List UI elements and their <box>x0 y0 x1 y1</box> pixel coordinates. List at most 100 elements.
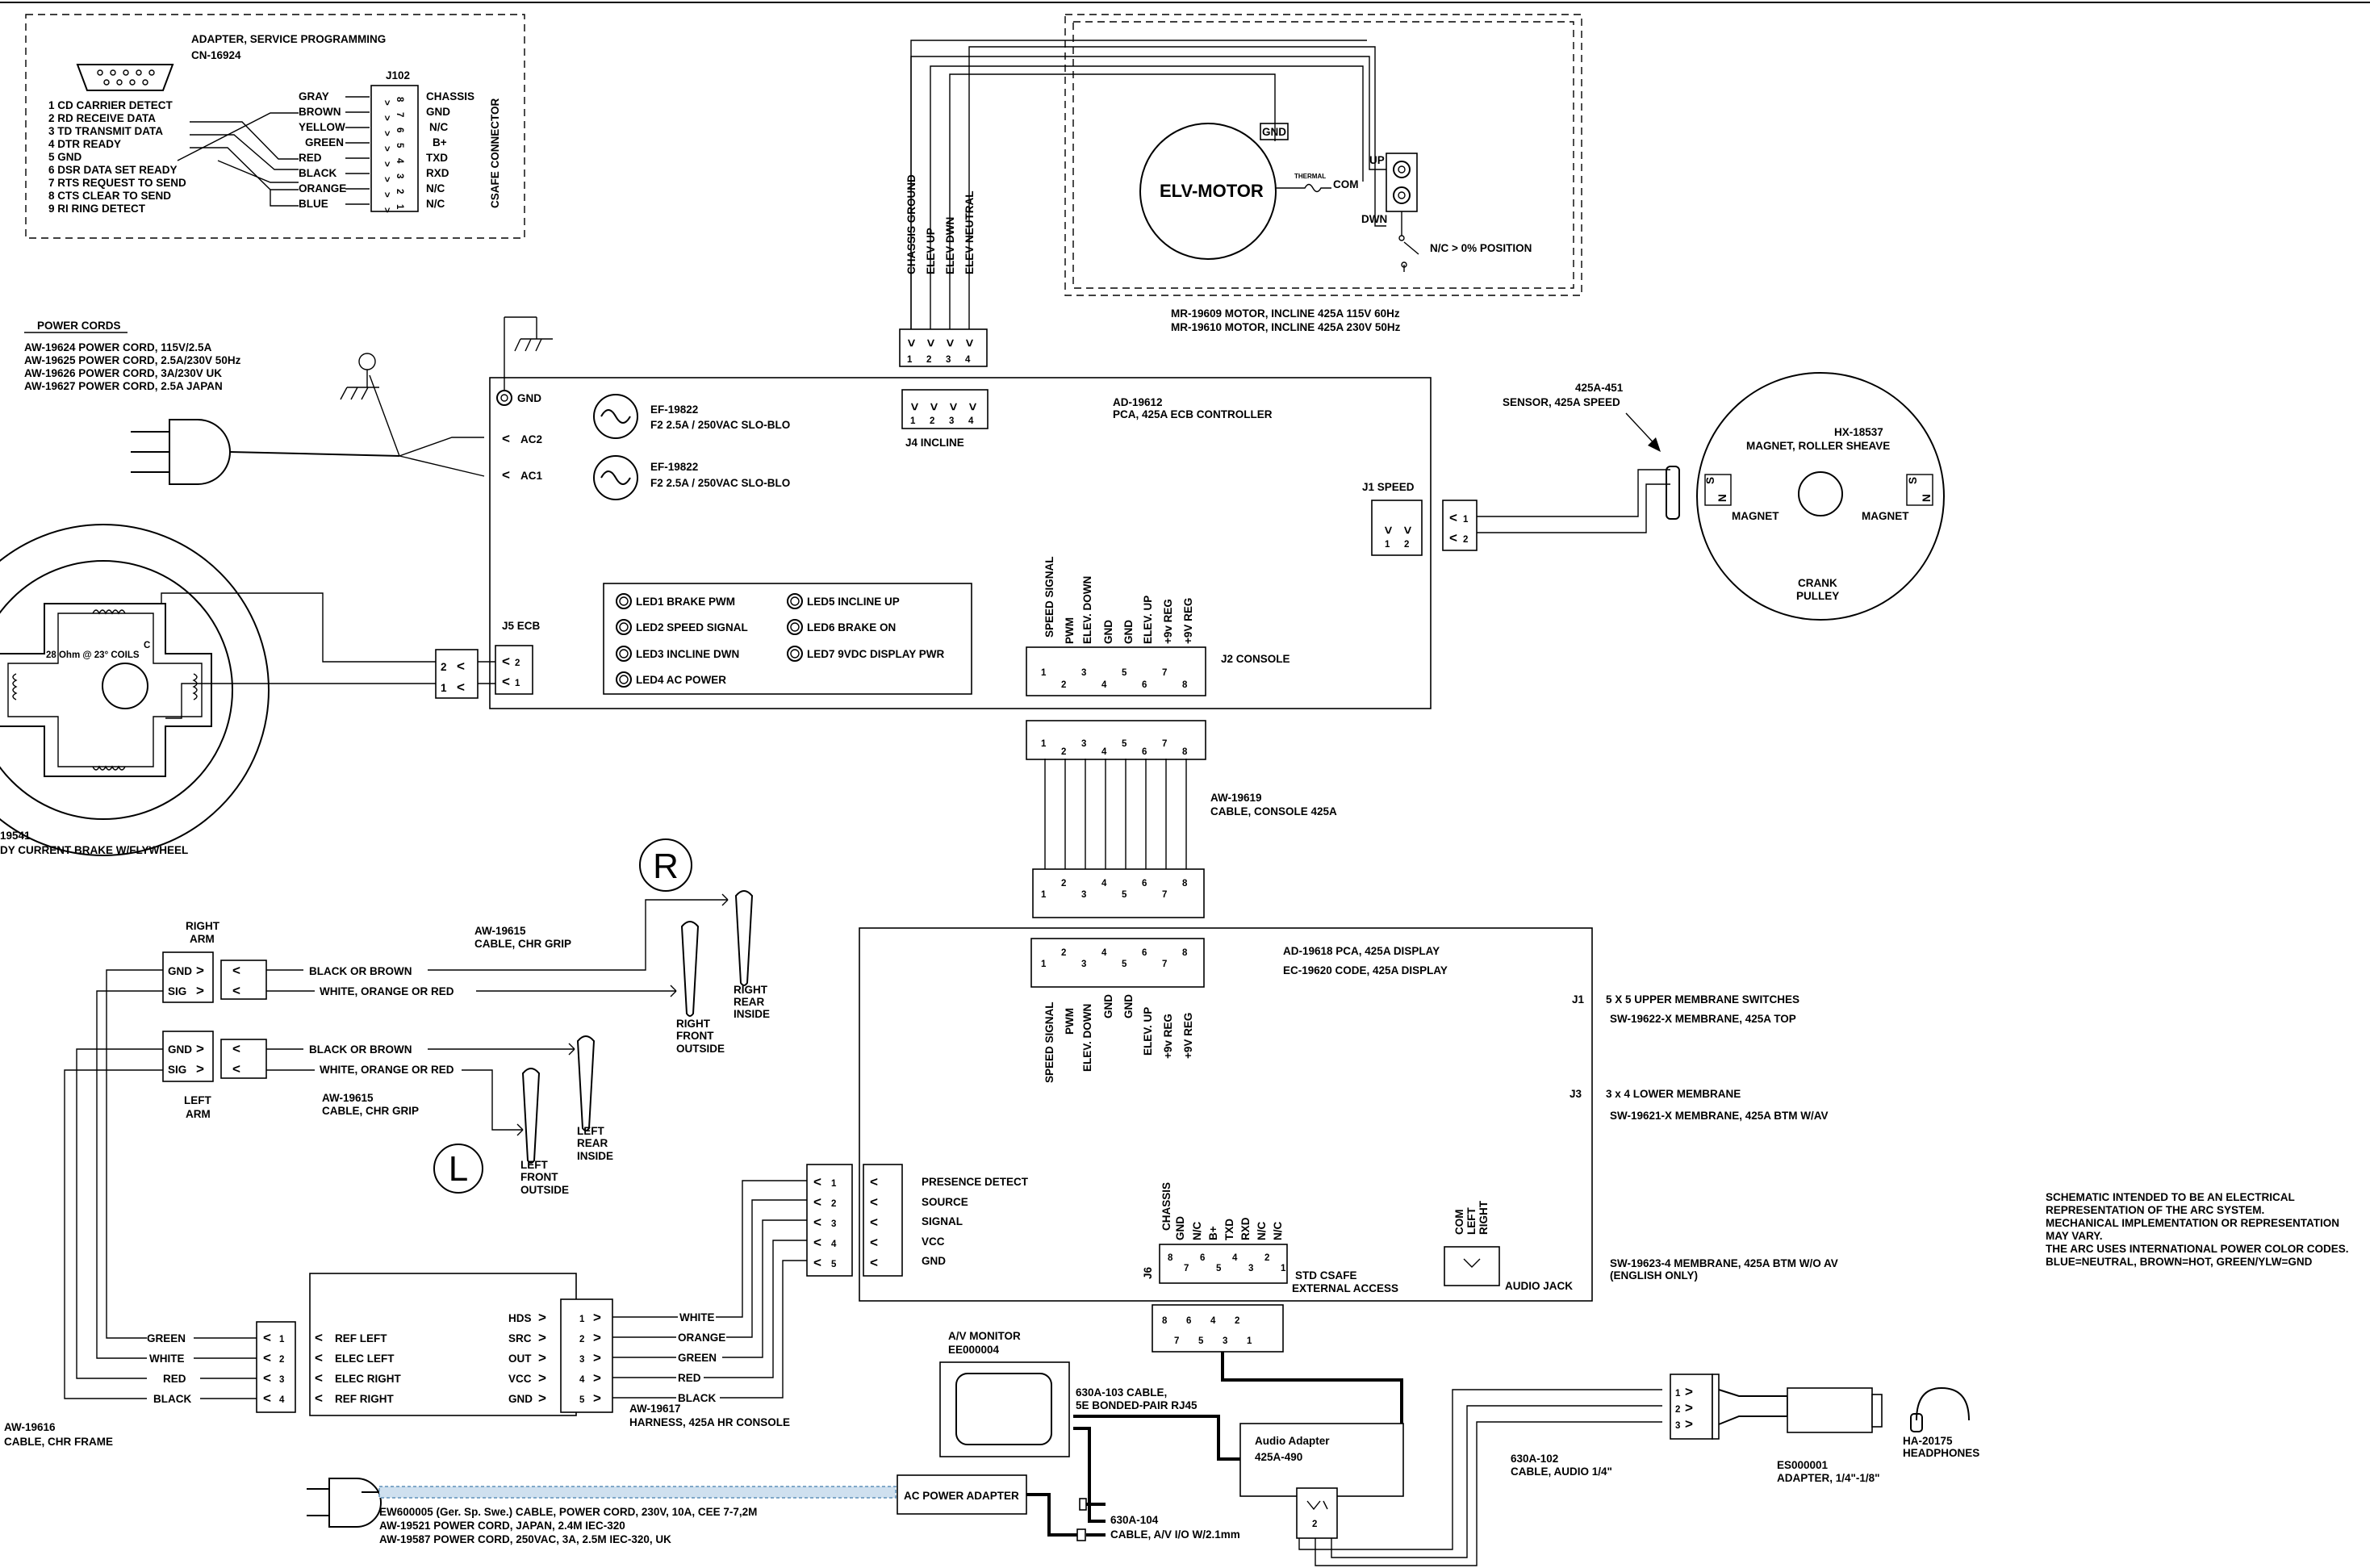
svg-text:GND: GND <box>508 1393 533 1405</box>
svg-text:>: > <box>593 1390 601 1406</box>
svg-text:5: 5 <box>1216 1264 1222 1273</box>
adapter-title: ADAPTER, SERVICE PROGRAMMING <box>191 33 386 45</box>
svg-text:2: 2 <box>1061 680 1066 690</box>
power-cable-icon <box>378 1486 897 1499</box>
svg-text:1: 1 <box>831 1179 837 1189</box>
svg-text:SIG: SIG <box>168 1064 186 1076</box>
grip-sensor-icon <box>576 1035 596 1131</box>
svg-text:A/V MONITOR: A/V MONITOR <box>948 1330 1021 1342</box>
svg-text:<: < <box>263 1330 271 1345</box>
svg-text:>: > <box>382 146 391 152</box>
svg-text:1: 1 <box>515 679 520 688</box>
led-label: LED1 BRAKE PWM <box>636 596 735 608</box>
thermal-switch-icon <box>1275 183 1331 193</box>
svg-text:J6: J6 <box>1142 1266 1154 1279</box>
svg-text:4: 4 <box>1232 1253 1238 1263</box>
svg-text:8: 8 <box>1182 879 1188 889</box>
svg-text:INSIDE: INSIDE <box>577 1150 613 1162</box>
service-adapter: ADAPTER, SERVICE PROGRAMMING CN-16924 1 … <box>25 14 525 239</box>
svg-text:AW-19587 POWER CORD, 250VAC,: AW-19587 POWER CORD, 250VAC, 3A, 2.5M IE… <box>379 1533 671 1545</box>
svg-text:<: < <box>813 1255 821 1270</box>
svg-text:425A-490: 425A-490 <box>1255 1451 1302 1463</box>
svg-text:>: > <box>382 207 391 213</box>
j102-signals: CHASSIS GND N/C B+ TXD RXD N/C N/C <box>426 90 474 210</box>
svg-text:SW-19623-4 MEMBRANE, 425A BTM: SW-19623-4 MEMBRANE, 425A BTM W/O AV <box>1610 1257 1838 1269</box>
svg-text:3: 3 <box>949 416 954 426</box>
j2-signal-labels: SPEED SIGNAL PWM ELEV. DOWN GND GND ELEV… <box>1043 556 1194 644</box>
cable-top-pins: 12 34 56 78 <box>1041 739 1188 757</box>
svg-text:2: 2 <box>515 659 520 668</box>
svg-text:N/C: N/C <box>1256 1222 1268 1241</box>
svg-text:1: 1 <box>1041 739 1047 749</box>
svg-text:N/C: N/C <box>426 198 445 210</box>
csafe-plug <box>1152 1304 1284 1353</box>
j2-console-pins: 12 34 56 78 <box>1041 668 1188 690</box>
svg-text:3: 3 <box>1223 1336 1227 1346</box>
svg-text:SW-19621-X MEMBRANE, 425A BTM: SW-19621-X MEMBRANE, 425A BTM W/AV <box>1610 1110 1829 1122</box>
display-hr-connector <box>863 1164 903 1277</box>
power-plug-icon <box>131 419 231 485</box>
speed-sensor: 425A-451 SENSOR, 425A SPEED <1 <2 HX-185… <box>1442 372 1945 621</box>
j102-pins: >8 >7 >6 >5 >4 >3 >2 >1 <box>382 97 404 213</box>
svg-text:UP: UP <box>1369 154 1385 166</box>
svg-text:<: < <box>870 1255 878 1270</box>
svg-text:3: 3 <box>279 1375 284 1385</box>
svg-text:1: 1 <box>579 1315 585 1324</box>
svg-text:GND: GND <box>426 106 450 118</box>
svg-text:2: 2 <box>1312 1520 1317 1529</box>
svg-text:<: < <box>962 339 977 347</box>
svg-text:3: 3 <box>1081 960 1086 969</box>
svg-text:J1 SPEED: J1 SPEED <box>1362 481 1415 493</box>
svg-text:7: 7 <box>395 112 404 117</box>
svg-text:<: < <box>965 403 980 411</box>
svg-text:GREEN: GREEN <box>147 1332 186 1344</box>
left-arm-connector <box>162 1031 214 1082</box>
svg-text:J2 CONSOLE: J2 CONSOLE <box>1221 653 1290 665</box>
svg-text:1: 1 <box>910 416 916 426</box>
svg-text:3: 3 <box>1081 668 1086 678</box>
svg-text:6: 6 <box>1142 948 1147 958</box>
svg-text:<: < <box>502 674 510 689</box>
svg-text:S: S <box>1907 477 1919 484</box>
svg-text:5: 5 <box>395 143 404 148</box>
svg-text:COM: COM <box>1333 178 1359 190</box>
svg-text:EF-19822: EF-19822 <box>650 403 698 416</box>
motor-label: ELV-MOTOR <box>1160 181 1264 201</box>
svg-text:5: 5 <box>1122 960 1127 969</box>
svg-text:>: > <box>382 161 391 167</box>
svg-text:Audio Adapter: Audio Adapter <box>1255 1435 1330 1447</box>
svg-text:2: 2 <box>930 416 934 426</box>
svg-text:5: 5 <box>1122 890 1127 900</box>
svg-text:RIGHT: RIGHT <box>676 1018 711 1030</box>
svg-text:7: 7 <box>1162 739 1167 749</box>
svg-text:TXD: TXD <box>426 152 448 164</box>
svg-text:FRONT: FRONT <box>520 1171 558 1183</box>
svg-text:<: < <box>1381 526 1396 534</box>
svg-text:ELEV NEUTRAL: ELEV NEUTRAL <box>963 190 976 274</box>
svg-text:BLACK: BLACK <box>678 1392 716 1404</box>
svg-text:3: 3 <box>1675 1421 1680 1431</box>
audio-jack-connector <box>1444 1246 1500 1286</box>
svg-text:<: < <box>502 467 510 483</box>
svg-text:SPEED SIGNAL: SPEED SIGNAL <box>1043 556 1055 638</box>
svg-text:7: 7 <box>1162 890 1167 900</box>
svg-text:<: < <box>943 339 958 347</box>
svg-text:<: < <box>1449 510 1457 525</box>
right-arm-connector <box>162 951 214 1003</box>
flywheel-icon <box>0 524 270 856</box>
svg-text:6: 6 <box>1142 747 1147 757</box>
svg-text:+9V REG: +9V REG <box>1182 1013 1194 1059</box>
svg-text:CHASSIS: CHASSIS <box>426 90 474 102</box>
ecb-controller-board: GND <AC2 <AC1 EF-19822 F2 2.5A / 250VAC … <box>489 316 1432 709</box>
svg-text:MECHANICAL IMPLEMENTATION OR R: MECHANICAL IMPLEMENTATION OR REPRESENTAT… <box>2046 1217 2339 1229</box>
svg-text:AW-19627 POWER CORD, 2.5A JAP: AW-19627 POWER CORD, 2.5A JAPAN <box>24 380 223 392</box>
svg-text:BLACK OR BROWN: BLACK OR BROWN <box>309 1043 412 1056</box>
svg-text:MAGNET: MAGNET <box>1862 510 1909 522</box>
svg-text:WHITE: WHITE <box>679 1311 715 1323</box>
svg-text:3: 3 <box>1081 890 1086 900</box>
display-hr-signals: PRESENCE DETECT SOURCE SIGNAL VCC GND <box>922 1176 1029 1267</box>
svg-text:GND: GND <box>1262 126 1286 138</box>
svg-text:RIGHT: RIGHT <box>1478 1200 1490 1235</box>
